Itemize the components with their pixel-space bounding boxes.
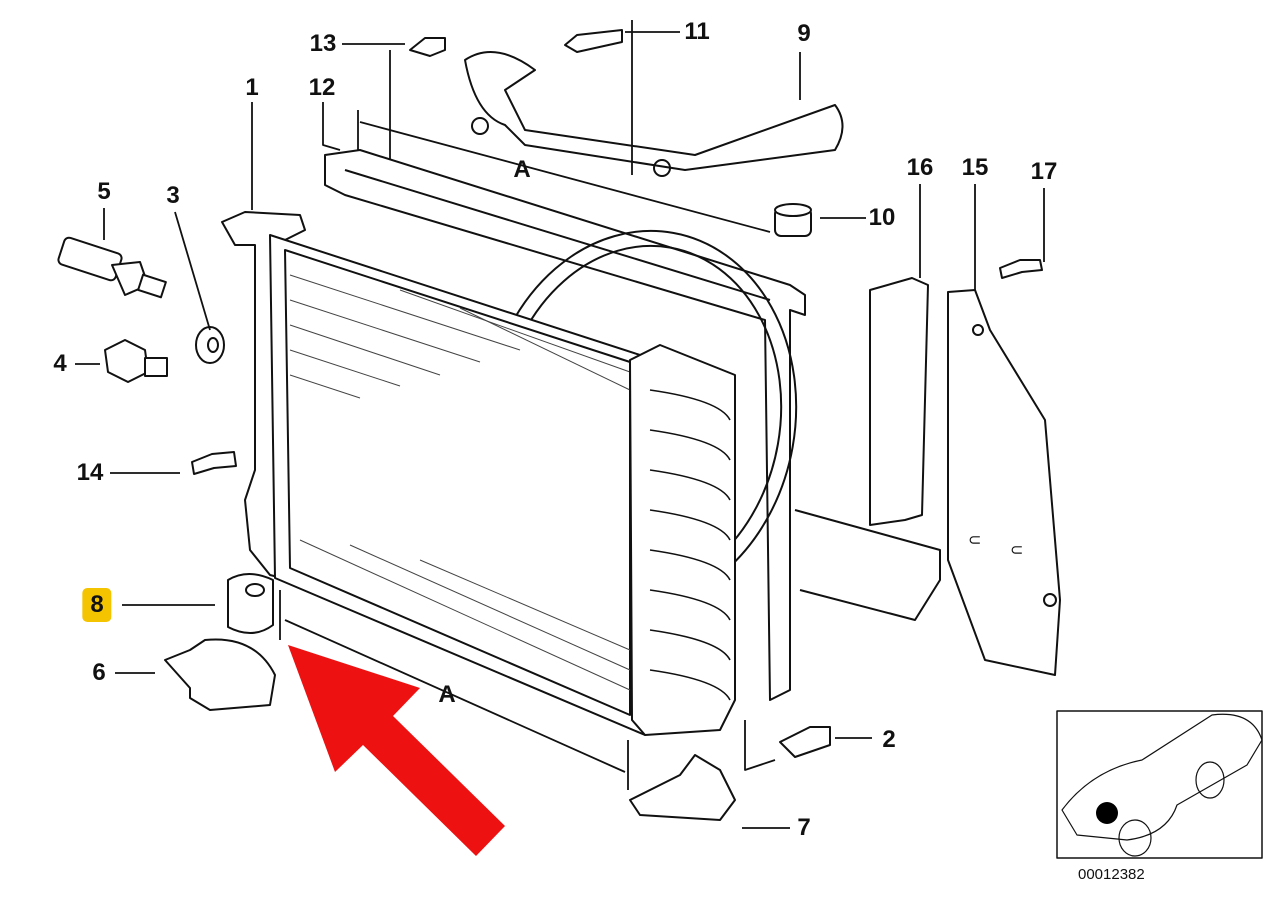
label-part-13: 13: [309, 30, 337, 57]
label-part-16: 16: [906, 154, 934, 181]
vehicle-location-inset: [1056, 710, 1263, 859]
label-part-6: 6: [92, 659, 106, 686]
label-part-5: 5: [97, 178, 111, 205]
label-part-15: 15: [961, 154, 989, 181]
bracket-part-9: [464, 51, 844, 177]
label-part-4: 4: [53, 350, 67, 377]
right-tank: [629, 344, 736, 736]
label-part-17: 17: [1030, 158, 1058, 185]
label-part-12: 12: [308, 74, 336, 101]
svg-text:⊂: ⊂: [968, 532, 981, 549]
red-pointer-arrow: [288, 645, 505, 856]
label-part-3: 3: [166, 182, 180, 209]
label-part-9: 9: [797, 20, 811, 47]
side-panel: ⊂ ⊂: [794, 289, 1061, 676]
location-marker: [1096, 802, 1118, 824]
small-parts: [57, 29, 1043, 821]
label-part-7: 7: [797, 814, 811, 841]
diagram-code: 00012382: [1078, 866, 1145, 883]
radiator-core: [269, 234, 646, 736]
label-part-2: 2: [882, 726, 896, 753]
seal-strip: [869, 277, 929, 526]
svg-text:⊂: ⊂: [1010, 542, 1023, 559]
label-part-8-highlighted: 8: [82, 588, 112, 622]
label-part-11: 11: [684, 18, 710, 45]
label-part-1: 1: [245, 74, 259, 101]
dimension-label-top: A: [513, 156, 531, 183]
dimension-label-bottom: A: [438, 681, 456, 708]
leader-lines: [75, 20, 1045, 829]
label-part-14: 14: [76, 459, 104, 486]
label-part-10: 10: [868, 204, 896, 231]
